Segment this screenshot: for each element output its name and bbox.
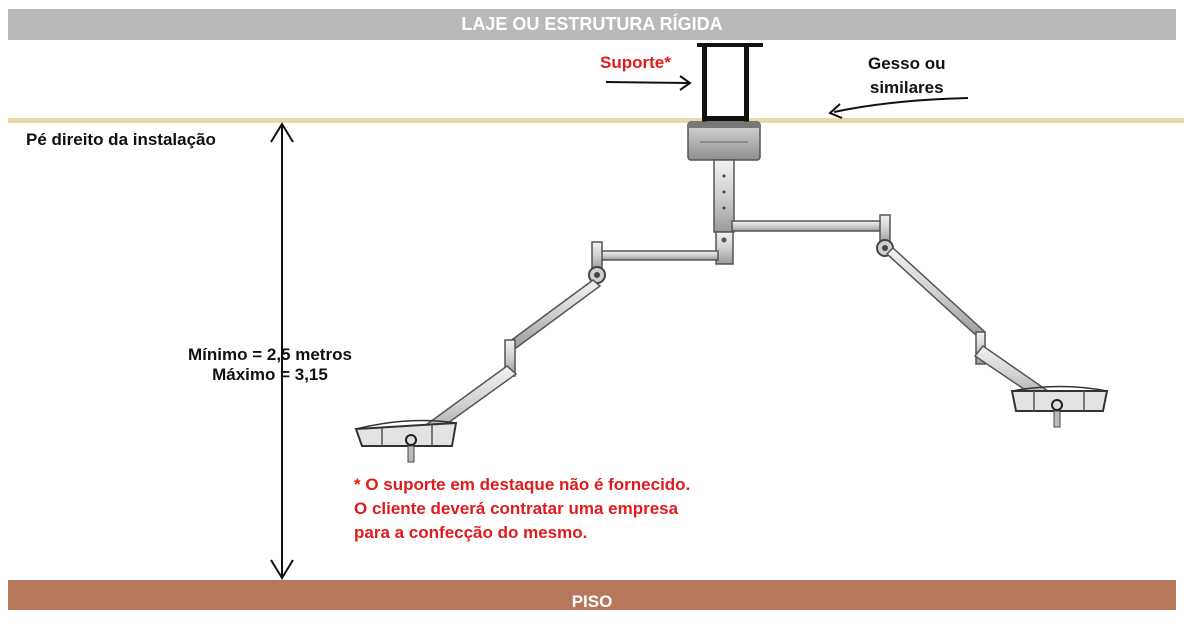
- plaster-label-line1: Gesso ou: [868, 54, 946, 73]
- support-note: * O suporte em destaque não é fornecido.…: [354, 473, 690, 545]
- plaster-ceiling-line: [8, 118, 1184, 123]
- canopy: [687, 121, 761, 161]
- height-range-label: Mínimo = 2,5 metros Máximo = 3,15: [188, 345, 352, 385]
- note-line2: O cliente deverá contratar uma empresa: [354, 499, 679, 518]
- right-arm: [731, 214, 1060, 410]
- plaster-label: Gesso ou similares: [868, 52, 945, 100]
- note-line1: * O suporte em destaque não é fornecido.: [354, 475, 691, 494]
- right-lamp-head: [1010, 385, 1109, 428]
- floor-bar: PISO: [8, 580, 1176, 611]
- installation-height-label: Pé direito da instalação: [26, 130, 216, 149]
- support-label: Suporte*: [600, 53, 671, 72]
- support-frame: [697, 43, 763, 122]
- height-min: Mínimo = 2,5 metros: [188, 345, 352, 364]
- central-column: [713, 159, 735, 265]
- left-arm: [406, 241, 719, 447]
- plaster-label-line2: similares: [869, 78, 944, 97]
- left-lamp-head: [354, 419, 458, 463]
- support-arrow: [605, 75, 692, 91]
- height-max: Máximo = 3,15: [212, 365, 328, 384]
- height-dimension-arrow: [270, 122, 294, 580]
- ceiling-slab: LAJE OU ESTRUTURA RÍGIDA: [8, 9, 1176, 40]
- plaster-arrow: [828, 97, 969, 119]
- note-line3: para a confecção do mesmo.: [354, 523, 588, 542]
- surgical-light-diagram: [270, 43, 1109, 580]
